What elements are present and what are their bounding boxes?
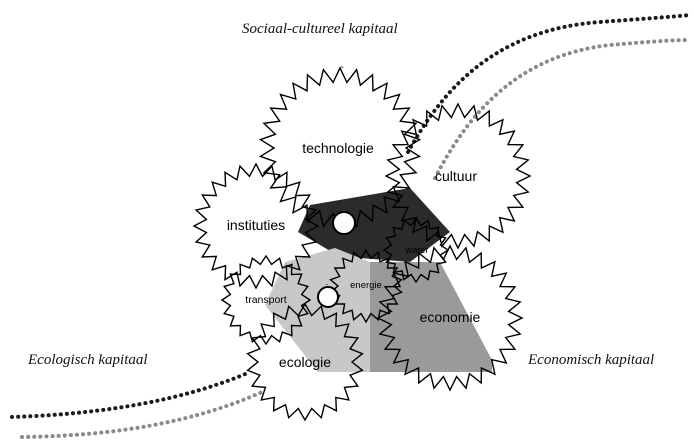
gear-hub-circle [317,286,339,308]
gear-label-cultuur: cultuur [435,168,477,184]
boundary-dots-dark-right [406,13,692,154]
economic-capital-label: Economisch kapitaal [528,352,655,368]
social-zone-shading [298,188,450,262]
social-capital-label: Sociaal-cultureel kapitaal [242,21,398,37]
gear-label-economie: economie [420,309,481,325]
boundary-dots-light-left [20,390,264,439]
gear-label-water: water [404,245,428,256]
economic-zone-shading [370,262,492,372]
hub-label-mark: ˇ [326,285,328,291]
boundary-dots-dark-left [10,370,252,419]
gear-label-instituties: instituties [227,217,285,233]
gear-water [382,216,450,284]
gear-cultuur [384,102,532,250]
small-dash-mark: - [340,62,343,73]
gear-instituties [192,162,320,290]
gear-label-ecologie: ecologie [279,354,331,370]
gear-label-technologie: technologie [302,140,374,156]
gear-energie [329,248,403,324]
ecological-capital-label: Ecologisch kapitaal [28,352,148,368]
boundary-dots-light-right [433,38,692,180]
gear-transport [220,254,312,346]
gear-label-energie: energie [350,280,382,291]
gear-hub-circle [332,211,356,235]
gear-label-transport: transport [245,294,287,306]
